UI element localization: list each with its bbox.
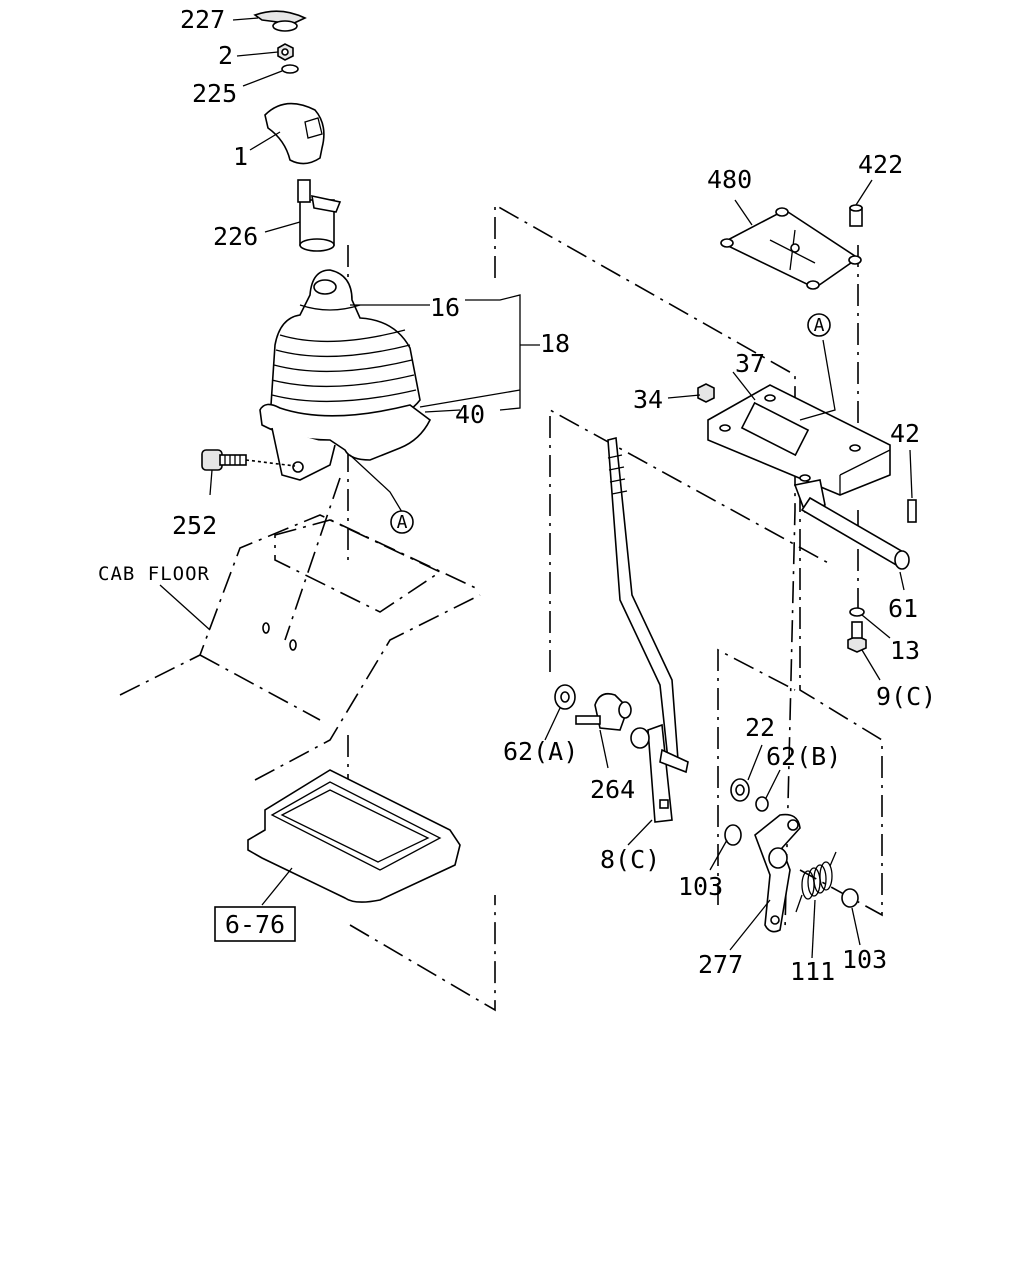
label-264: 264 [590,775,635,804]
floor-pan [247,769,461,903]
label-2: 2 [218,41,233,70]
cover-plate-480 [720,207,862,290]
label-227: 227 [180,5,225,34]
label-61: 61 [888,594,918,623]
label-111: 111 [790,957,835,986]
marker-a-lower: A [390,510,414,534]
cab-floor [119,514,481,781]
pin-422 [849,204,863,227]
pin-42 [907,499,917,523]
bolt-252 [201,449,296,471]
floor-holes [262,477,341,651]
label-cab-floor: CAB FLOOR [98,563,210,585]
marker-a-lower-text: A [397,512,408,533]
bushing-103b [841,888,859,908]
label-422: 422 [858,150,903,179]
shift-boot-16 [269,269,421,433]
bushing-22 [730,778,750,802]
label-13: 13 [890,636,920,665]
clamp-264 [575,692,650,749]
boot-plate-40 [259,403,432,481]
spring-111 [795,851,837,913]
arm-277 [754,813,801,933]
reference-box-text: 6-76 [225,910,285,939]
label-62b: 62(B) [766,742,841,771]
label-277: 277 [698,950,743,979]
washer-62b [755,796,769,812]
marker-a-upper: A [807,313,831,337]
label-252: 252 [172,511,217,540]
bolt-9c [847,621,867,653]
label-34: 34 [633,385,663,414]
part-labels: 227 2 225 1 226 16 18 40 252 CAB FLOOR 4… [98,5,936,986]
leader-lines [159,17,913,959]
nut-34 [697,383,715,403]
label-226: 226 [213,222,258,251]
label-62a: 62(A) [503,737,578,766]
shift-knob-cap-227 [253,10,307,32]
shift-knob-1 [264,102,325,165]
bushing-103a [724,824,742,846]
label-480: 480 [707,165,752,194]
label-37: 37 [735,349,765,378]
shaft-61 [800,496,910,570]
nut-2 [277,43,294,61]
washer-225 [281,64,299,74]
label-18: 18 [540,329,570,358]
shift-lever-8c [607,436,689,823]
washer-62a [554,684,576,710]
label-103-right: 103 [842,945,887,974]
knob-adapter-226 [297,179,342,252]
label-9c: 9(C) [876,682,936,711]
reference-box: 6-76 [214,906,296,942]
label-22: 22 [745,713,775,742]
label-1: 1 [233,142,248,171]
label-8c: 8(C) [600,845,660,874]
label-103-left: 103 [678,872,723,901]
label-225: 225 [192,79,237,108]
label-40: 40 [455,400,485,429]
marker-a-upper-text: A [814,315,825,336]
frame-lines [347,203,883,1012]
washer-13 [849,607,865,617]
label-16: 16 [430,293,460,322]
bracket-37 [707,384,891,514]
label-42: 42 [890,419,920,448]
